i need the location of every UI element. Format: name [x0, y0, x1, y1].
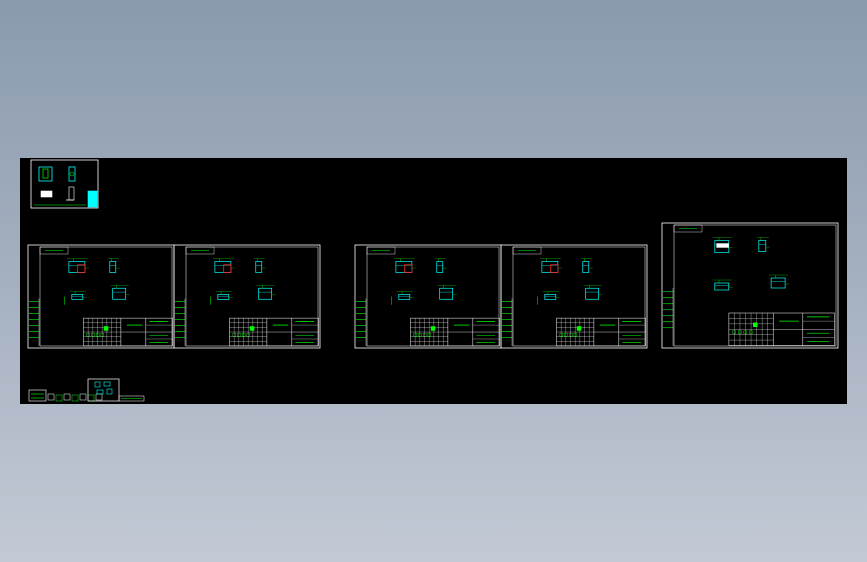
cad-drawing-canvas[interactable]	[20, 158, 847, 404]
bottom-left-thumbnails[interactable]	[28, 378, 145, 402]
sheet-5[interactable]	[661, 222, 839, 349]
top-left-thumbnail[interactable]	[30, 159, 99, 209]
sheet-2[interactable]	[173, 244, 321, 349]
sheet-4[interactable]	[500, 244, 648, 349]
sheet-3[interactable]	[354, 244, 502, 349]
sheet-1[interactable]	[27, 244, 175, 349]
cad-model-space[interactable]	[20, 158, 847, 404]
